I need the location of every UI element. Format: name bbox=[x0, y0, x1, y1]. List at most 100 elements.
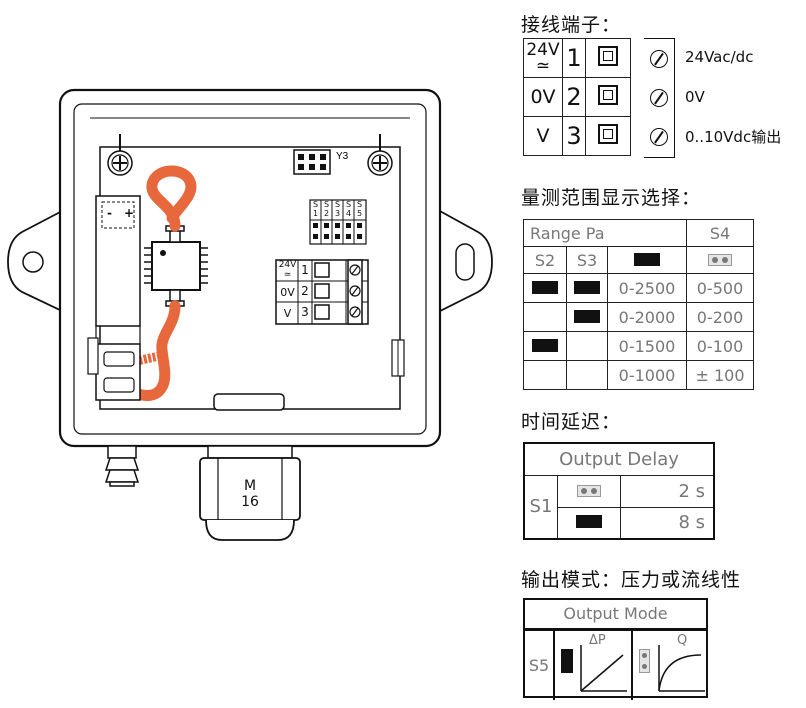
table-row: V 3 bbox=[523, 116, 631, 156]
mini-terminal-label-1: 24V ≃ bbox=[278, 260, 297, 280]
range-value: 0-200 bbox=[686, 302, 754, 332]
terminal-label: V bbox=[523, 116, 563, 156]
s3-header: S3 bbox=[566, 246, 608, 274]
range-value: ± 100 bbox=[686, 360, 754, 390]
jumper-block-y3 bbox=[293, 149, 331, 175]
range-value: 0-1500 bbox=[607, 331, 687, 361]
sqrt-curve-icon bbox=[658, 645, 705, 692]
delay-table: Output Delay S1 2 s 8 s bbox=[523, 442, 715, 540]
dip-label: S 5 bbox=[356, 200, 363, 218]
battery-plus-label: + bbox=[124, 206, 135, 220]
table-row: Output Delay bbox=[523, 442, 715, 476]
range-value: 0-2500 bbox=[607, 273, 687, 303]
screw-icon bbox=[650, 49, 668, 68]
device-drawing: Y3 bbox=[7, 88, 493, 541]
jumper-closed-icon bbox=[574, 309, 600, 323]
bottom-notch bbox=[213, 393, 285, 411]
terminals-table: 24V≃ 1 0V 2 V 3 bbox=[523, 38, 631, 156]
range-value: 0-100 bbox=[686, 331, 754, 361]
terminal-label: 24V≃ bbox=[523, 38, 563, 78]
range-value: 0-2000 bbox=[607, 302, 687, 332]
gland-label-16: 16 bbox=[241, 494, 259, 510]
jumper-closed-vertical-icon bbox=[561, 649, 573, 673]
tube-upper bbox=[146, 165, 197, 232]
table-row: 8 s bbox=[524, 506, 715, 540]
terminal-screw-column bbox=[644, 38, 675, 158]
range-value: 0-1000 bbox=[607, 360, 687, 390]
screw-top-right-icon bbox=[367, 134, 393, 176]
s4-header: S4 bbox=[686, 219, 754, 247]
terminal-square-icon bbox=[598, 46, 618, 66]
jumper-open-icon bbox=[708, 253, 732, 266]
terminal-num: 2 bbox=[562, 77, 586, 117]
linear-curve-icon bbox=[580, 645, 627, 692]
delay-title: Output Delay bbox=[523, 442, 715, 476]
table-row: S2 S3 bbox=[523, 246, 754, 274]
s4-on-header bbox=[607, 246, 687, 274]
mode-title: Output Mode bbox=[525, 600, 706, 631]
mini-terminal-num-3: 3 bbox=[301, 305, 309, 319]
screw-top-left-icon bbox=[107, 134, 133, 176]
table-row: 0V 2 bbox=[523, 77, 631, 117]
delay-heading: 时间延迟： bbox=[521, 411, 622, 433]
pressure-port-left bbox=[87, 337, 141, 401]
mini-terminal-block bbox=[275, 259, 369, 325]
s4-off-header bbox=[686, 246, 754, 274]
terminal-block bbox=[585, 116, 631, 156]
screw-icon bbox=[650, 88, 668, 107]
delay-switch: S1 bbox=[523, 474, 558, 540]
dip-label: S 2 bbox=[323, 200, 330, 218]
dip-switch-block bbox=[309, 199, 367, 245]
mode-pressure: ΔP bbox=[555, 631, 633, 700]
battery-holder bbox=[95, 195, 141, 344]
jumper-open-icon bbox=[577, 484, 601, 497]
table-row: 24V≃ 1 bbox=[523, 38, 631, 78]
screw-icon bbox=[650, 127, 668, 146]
mode-heading: 输出模式：压力或流线性 bbox=[521, 569, 742, 591]
label-dp: ΔP bbox=[589, 633, 606, 648]
label-q: Q bbox=[677, 633, 688, 648]
mounting-slot-right bbox=[455, 243, 475, 281]
battery-minus-label: - bbox=[107, 206, 112, 220]
terminal-desc-3: 0..10Vdc输出 bbox=[685, 128, 782, 146]
terminal-square-icon bbox=[598, 124, 618, 144]
range-value: 0-500 bbox=[686, 273, 754, 303]
range-header: Range Pa bbox=[523, 219, 687, 247]
s3-cell bbox=[566, 273, 608, 303]
s2-cell bbox=[523, 360, 567, 390]
mini-terminal-num-1: 1 bbox=[301, 263, 309, 277]
delay-jumper bbox=[557, 474, 621, 508]
dip-label: S 1 bbox=[312, 200, 319, 218]
terminals-heading: 接线端子： bbox=[521, 14, 622, 36]
gland-label-m: M bbox=[243, 478, 257, 494]
terminal-block bbox=[585, 38, 631, 78]
terminal-desc-1: 24Vac/dc bbox=[685, 48, 754, 66]
s3-cell bbox=[566, 360, 608, 390]
table-row: S1 2 s bbox=[523, 474, 715, 540]
mode-switch: S5 bbox=[525, 631, 555, 700]
delay-jumper bbox=[557, 506, 621, 540]
housing-inner bbox=[73, 103, 427, 435]
tube-lower bbox=[129, 300, 181, 401]
jumper-closed-icon bbox=[634, 252, 660, 266]
s2-cell bbox=[523, 331, 567, 361]
terminal-num: 1 bbox=[562, 38, 586, 78]
delay-value: 2 s bbox=[620, 474, 715, 508]
mode-flow: Q bbox=[633, 631, 706, 700]
delay-value: 8 s bbox=[620, 506, 715, 540]
mounting-hole-left bbox=[22, 251, 44, 273]
pressure-sensor-chip bbox=[144, 225, 208, 307]
range-heading: 量测范围显示选择： bbox=[521, 187, 702, 209]
jumper-closed-icon bbox=[532, 280, 558, 294]
terminal-square-icon bbox=[598, 85, 618, 105]
hose-barb bbox=[104, 445, 140, 487]
dip-labels: S 1 S 2 S 3 S 4 S 5 bbox=[310, 200, 366, 220]
s2-header: S2 bbox=[523, 246, 567, 274]
table-row: 0-1500 0-100 bbox=[523, 331, 754, 361]
table-row: Range Pa S4 bbox=[523, 219, 754, 247]
jumper-closed-icon bbox=[576, 515, 602, 529]
terminal-desc-2: 0V bbox=[685, 88, 705, 106]
table-row: 0-2500 0-500 bbox=[523, 273, 754, 303]
s3-cell bbox=[566, 331, 608, 361]
s3-cell bbox=[566, 302, 608, 332]
